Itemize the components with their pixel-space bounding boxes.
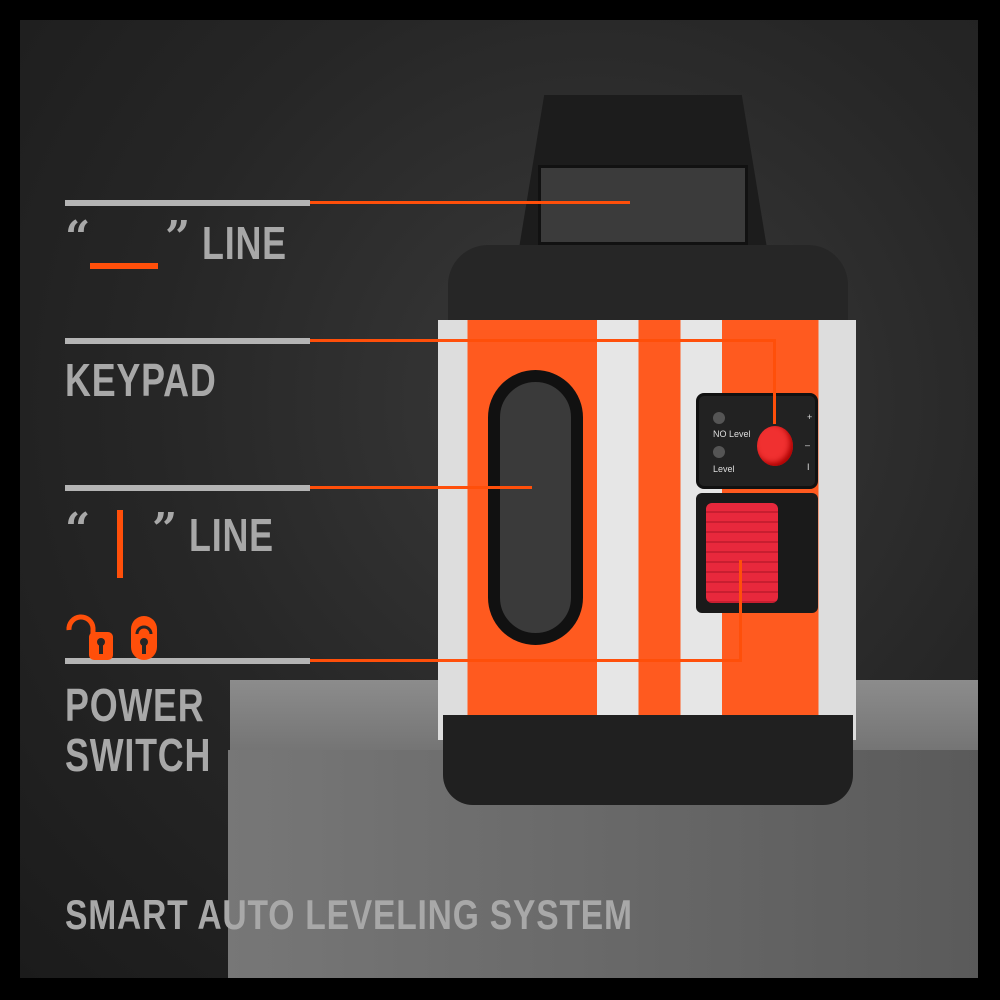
divider xyxy=(65,485,310,491)
callout-line-power xyxy=(310,659,742,662)
product-infographic: NO Level Level + – I “ ” LINE KEYPAD “ ”… xyxy=(20,20,978,978)
horizontal-line-label: “ ” LINE xyxy=(65,212,287,269)
horizontal-line-icon xyxy=(90,263,158,269)
side-window xyxy=(488,370,583,645)
power-label: POWER xyxy=(65,679,205,731)
base xyxy=(443,715,853,805)
laser-level-device: NO Level Level + – I xyxy=(438,95,858,805)
keypad-panel: NO Level Level + – I xyxy=(696,393,818,489)
callout-line-keypad xyxy=(310,339,776,342)
switch-label: SWITCH xyxy=(65,729,212,781)
callout-line-vertical xyxy=(310,486,532,489)
power-switch-housing xyxy=(696,493,818,613)
vertical-line-label: “ ” LINE xyxy=(65,504,325,580)
keypad-label: KEYPAD xyxy=(65,354,217,406)
vertical-line-icon xyxy=(117,510,123,578)
level-label: Level xyxy=(713,464,735,474)
divider xyxy=(65,338,310,344)
divider xyxy=(65,200,310,206)
divider xyxy=(65,658,310,664)
top-window xyxy=(538,165,748,245)
mode-button[interactable] xyxy=(757,426,793,466)
no-level-label: NO Level xyxy=(713,429,751,439)
lock-unlock-icon xyxy=(66,614,157,660)
power-switch-slider[interactable] xyxy=(706,503,778,603)
tagline: SMART AUTO LEVELING SYSTEM xyxy=(65,891,633,938)
callout-line-horizontal xyxy=(310,201,630,204)
